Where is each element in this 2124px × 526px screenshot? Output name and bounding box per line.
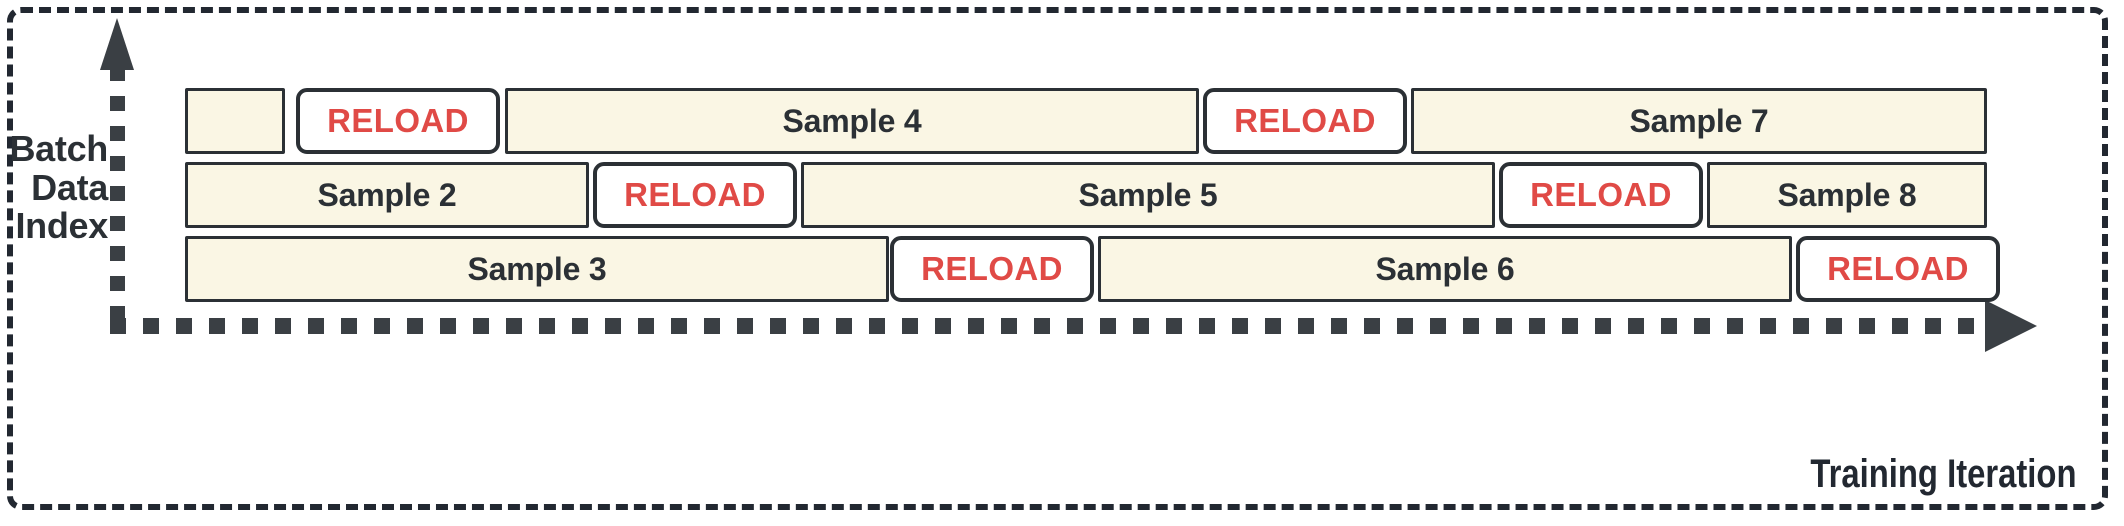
y-axis-title-line-1: Batch — [9, 128, 108, 169]
sample-block-r2-c1: Sample 2 — [185, 162, 589, 228]
y-axis-title: Batch Data Index — [8, 128, 108, 247]
reload-block-r3-c2: RELOAD — [890, 236, 1094, 302]
sample-block-r1-c5: Sample 7 — [1411, 88, 1987, 154]
sample-block-r3-c3: Sample 6 — [1098, 236, 1792, 302]
reload-block-r2-c2: RELOAD — [593, 162, 797, 228]
x-axis-title: Training Iteration — [1809, 452, 2076, 496]
reload-block-r2-c4: RELOAD — [1499, 162, 1703, 228]
sample-block-r3-c1: Sample 3 — [185, 236, 889, 302]
sample-block-r2-c5: Sample 8 — [1707, 162, 1987, 228]
y-axis-title-line-2: Data — [31, 166, 108, 208]
reload-block-r3-c4: RELOAD — [1796, 236, 2000, 302]
sample-block-r2-c3: Sample 5 — [801, 162, 1495, 228]
y-axis-dotted-line — [110, 66, 125, 328]
reload-block-r1-c4: RELOAD — [1203, 88, 1407, 154]
reload-block-r1-c2: RELOAD — [296, 88, 500, 154]
y-axis-title-line-3: Index — [15, 205, 108, 247]
x-axis-arrowhead-icon — [1985, 300, 2037, 352]
x-axis-dotted-line — [110, 318, 1987, 334]
sample-block-r1-c3: Sample 4 — [505, 88, 1199, 154]
sample-block-r1-c1 — [185, 88, 285, 154]
y-axis-arrowhead-icon — [100, 18, 134, 70]
outer-dashed-frame — [7, 7, 2108, 510]
